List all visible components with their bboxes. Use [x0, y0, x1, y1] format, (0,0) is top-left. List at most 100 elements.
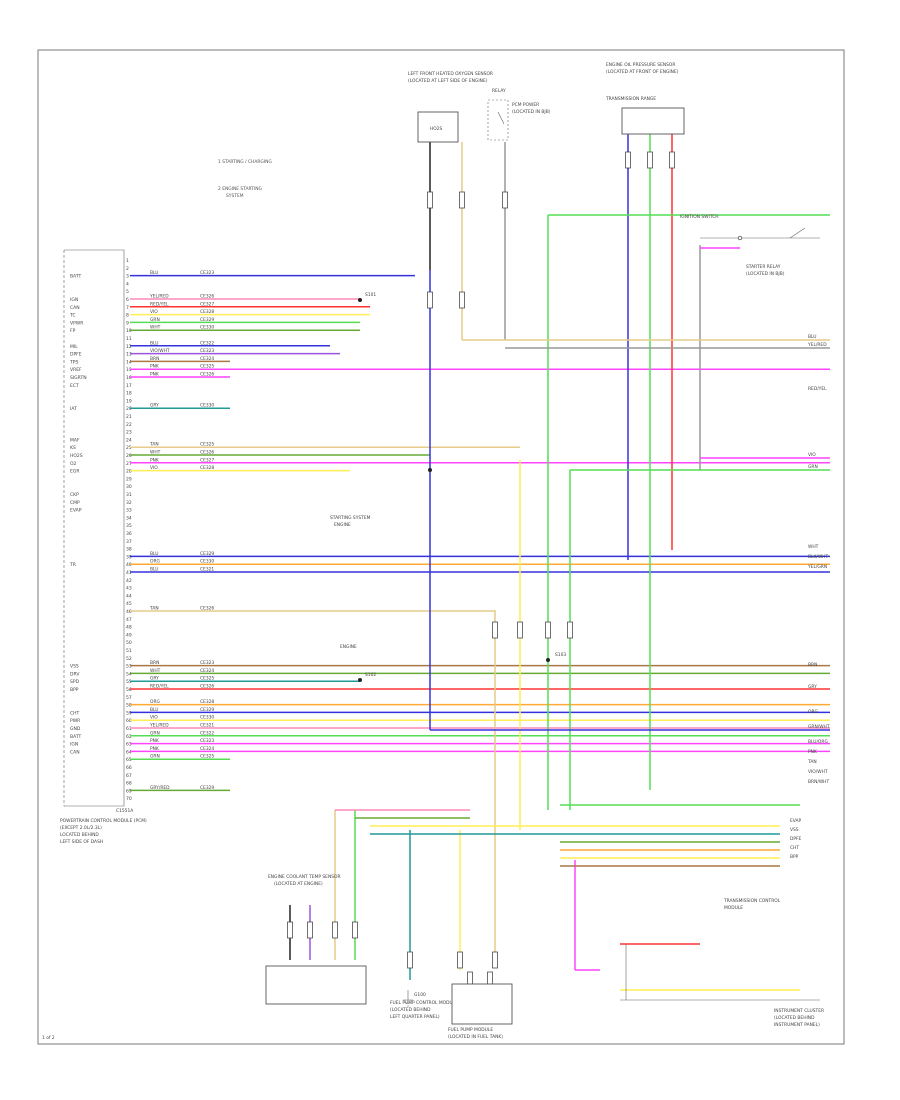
pcm-pin-number: 68 — [126, 781, 132, 787]
pcm-pin-name: BPP — [70, 687, 79, 693]
connector-pin — [427, 291, 433, 309]
wire-color-label: TAN — [149, 606, 159, 612]
pcm-pin-number: 14 — [126, 359, 132, 365]
wire-circuit-label: CE329 — [200, 551, 214, 557]
pcm-connector: 1234567891011121314151617181920212223242… — [63, 249, 133, 814]
wire-circuit-label: CE327 — [200, 301, 214, 307]
pcm-pin-number: 33 — [126, 508, 132, 514]
connector-pin — [492, 621, 498, 639]
pcm-pin-name: CAN — [70, 749, 80, 755]
wire-circuit-label: CE323 — [200, 660, 214, 666]
pcm-pin-name: IGN — [70, 297, 78, 303]
fpm-location: (LOCATED IN FUEL TANK) — [448, 1034, 503, 1040]
wire-circuit-label: CE326 — [200, 450, 214, 456]
wire-circuit-label: CE328 — [200, 309, 214, 315]
wire-circuit-label: CE326 — [200, 606, 214, 612]
pcm-pin-number: 13 — [126, 352, 132, 358]
wire-circuit-label: CE324 — [200, 746, 214, 752]
wire-color-label: GRY/RED — [150, 785, 170, 791]
pcm-pin-number: 9 — [126, 320, 129, 326]
pcm-pin-name: VSS — [70, 664, 79, 670]
pcm-pin-name: IAT — [70, 406, 77, 412]
instrument-cluster: INSTRUMENT CLUSTER (LOCATED BEHIND INSTR… — [620, 898, 824, 1028]
pcm-pin-number: 4 — [126, 281, 129, 287]
wire-circuit-label: CE325 — [200, 754, 214, 760]
pcm-pin-number: 16 — [126, 375, 132, 381]
wire-color-label: VIO/WHT — [150, 348, 170, 354]
wire-circuit-label: CE321 — [200, 723, 214, 729]
connector-pin — [545, 621, 551, 639]
pcm-pin-number: 19 — [126, 398, 132, 404]
wire-color-label: ORG — [150, 559, 161, 565]
pcm-pin-name: EVAP — [70, 508, 82, 514]
wire-end-label: BLU — [808, 334, 816, 340]
pcm-pin-number: 57 — [126, 695, 132, 701]
pcm-pin-number: 54 — [126, 671, 132, 677]
wire-color-label: BRN — [150, 356, 159, 362]
connector-pin — [332, 921, 338, 939]
wire-end-label: VIO — [808, 452, 816, 458]
ignition-switch: IGNITION SWITCH STARTER RELAY (LOCATED I… — [680, 214, 820, 277]
wire-circuit-label: CE329 — [200, 317, 214, 323]
pcm-pin-number: 6 — [126, 297, 129, 303]
page-id: 1 of 2 — [42, 1035, 55, 1041]
wire-circuit-label: CE323 — [200, 270, 214, 276]
splice-label: S102 — [365, 672, 376, 678]
pcm-pin-name: CMP — [70, 500, 80, 506]
connector-pin — [492, 951, 498, 969]
pcm-pin-name: MAF — [70, 437, 80, 443]
module-pin-label: DPFE — [790, 836, 802, 842]
ho2s-component: LEFT FRONT HEATED OXYGEN SENSOR (LOCATED… — [408, 71, 493, 143]
pcm-pin-number: 7 — [126, 305, 129, 311]
pcm-pin-name: SIGRTN — [70, 375, 87, 381]
pcm-pin-number: 53 — [126, 664, 132, 670]
wire-circuit-label: CE322 — [200, 730, 214, 736]
wire-circuit-label: CE325 — [200, 364, 214, 370]
wire-circuit-label: CE329 — [200, 707, 214, 713]
relay-sub-1: PCM POWER — [512, 102, 539, 108]
oil-sensor-title: ENGINE OIL PRESSURE SENSOR — [606, 62, 675, 68]
pcm-pin-number: 35 — [126, 523, 132, 529]
ect-box — [265, 965, 367, 1005]
wire-color-label: VIO — [150, 465, 158, 471]
pcm-pin-number: 8 — [126, 313, 129, 319]
ground-label: G100 — [414, 992, 426, 998]
pcm-pin-name: SPD — [70, 679, 80, 685]
pcm-pin-number: 69 — [126, 788, 132, 794]
wire-color-label: BLU — [150, 567, 158, 573]
wire-color-label: BLU — [150, 340, 158, 346]
connector-pin — [647, 151, 653, 169]
pcm-pin-name: DPFE — [70, 352, 82, 358]
pcm-pin-number: 40 — [126, 562, 132, 568]
pcm-pin-number: 29 — [126, 476, 132, 482]
wire-circuit-label: CE324 — [200, 668, 214, 674]
pcm-pin-name: CKP — [70, 492, 79, 498]
pcm-pin-number: 58 — [126, 703, 132, 709]
starter-relay-location: (LOCATED IN BJB) — [746, 271, 785, 277]
oil-pressure-sensor: ENGINE OIL PRESSURE SENSOR (LOCATED AT F… — [605, 62, 685, 135]
pcm-pin-number: 11 — [126, 336, 132, 342]
wire-end-label: BLU/ORG — [808, 739, 828, 745]
wire-circuit-label: CE330 — [200, 403, 214, 409]
wire-end-label: VIO/WHT — [808, 769, 828, 775]
pcm-pin-name: KS — [70, 445, 76, 451]
splice-label: S101 — [365, 292, 376, 298]
diagram-frame — [37, 49, 845, 1045]
connector-pin — [307, 921, 313, 939]
pcm-pin-number: 27 — [126, 461, 132, 467]
tr-sensor-title: TRANSMISSION RANGE — [605, 96, 656, 102]
pcm-pin-number: 62 — [126, 734, 132, 740]
wire-circuit-label: CE328 — [200, 699, 214, 705]
wire-color-label: VIO — [150, 309, 158, 315]
pcm-pin-number: 32 — [126, 500, 132, 506]
connector-pin — [427, 191, 433, 209]
wire-circuit-label: CE326 — [200, 294, 214, 300]
pcm-pin-number: 67 — [126, 773, 132, 779]
pcm-pin-name: GND — [70, 726, 81, 732]
wire-color-label: WHT — [150, 668, 161, 674]
wire-end-label: BLK/WHT — [808, 554, 828, 560]
legend-item-1: 1 STARTING / CHARGING — [218, 159, 272, 165]
pcm-label-3: LOCATED BEHIND — [60, 832, 99, 838]
pcm-pin-number: 21 — [126, 414, 132, 420]
pcm-pin-name: CHT — [70, 710, 80, 716]
